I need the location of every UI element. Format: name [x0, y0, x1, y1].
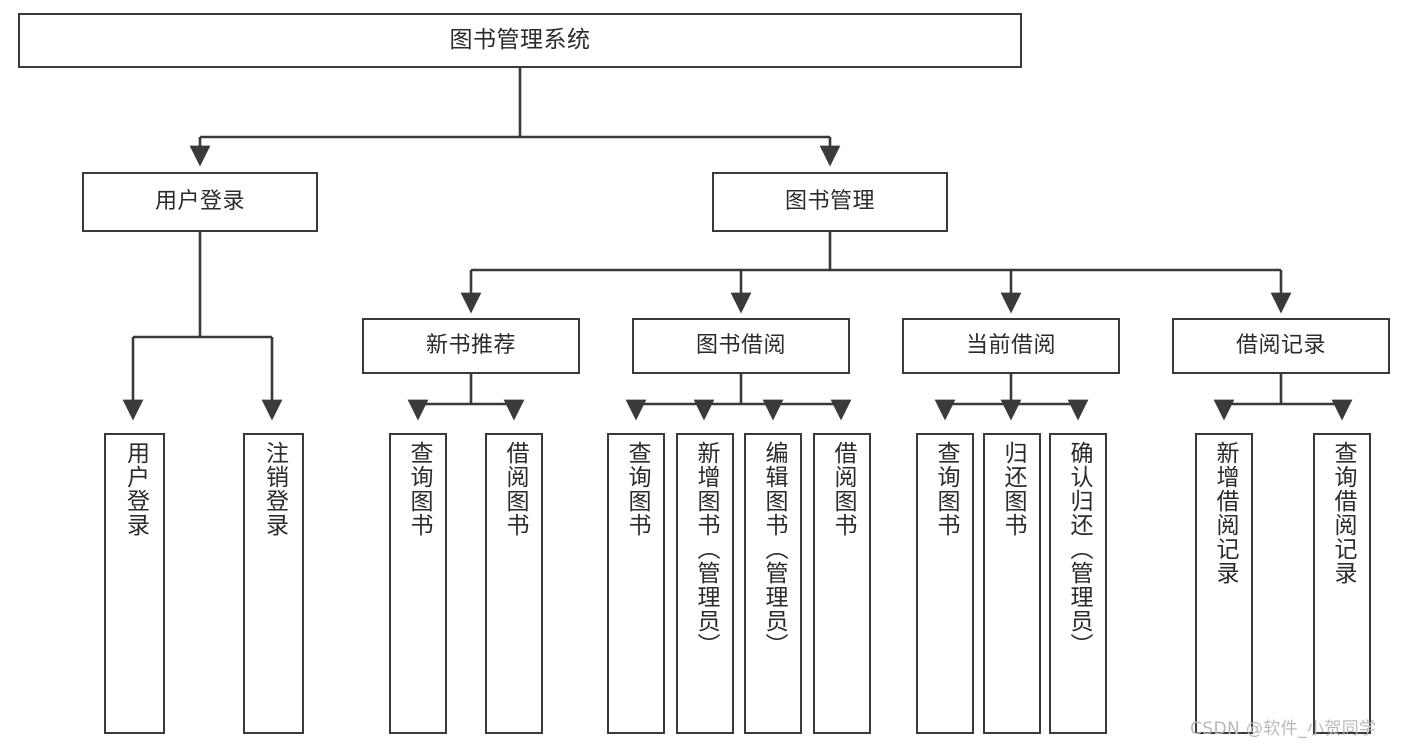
node-label: 用户登录	[154, 189, 245, 215]
node-label: 图书管理	[784, 189, 875, 215]
node-label: 查询图书	[932, 441, 959, 537]
node-borrow-record[interactable]: 借阅记录	[1172, 318, 1390, 374]
node-label: 归还图书	[999, 441, 1026, 537]
leaf-record-query-record[interactable]: 查询借阅记录	[1313, 433, 1371, 734]
node-label: 新增图书（管理员）	[692, 441, 719, 657]
leaf-borrow-add-book-admin[interactable]: 新增图书（管理员）	[676, 433, 734, 734]
leaf-record-add-record[interactable]: 新增借阅记录	[1195, 433, 1253, 734]
node-label: 新书推荐	[425, 333, 516, 359]
leaf-current-query-book[interactable]: 查询图书	[916, 433, 974, 734]
node-label: 用户登录	[122, 441, 149, 537]
leaf-borrow-query-book[interactable]: 查询图书	[607, 433, 665, 734]
leaf-current-return-book[interactable]: 归还图书	[983, 433, 1041, 734]
node-label: 图书管理系统	[449, 26, 591, 53]
node-label: 图书借阅	[695, 333, 786, 359]
leaf-recommend-borrow-book[interactable]: 借阅图书	[485, 433, 543, 734]
node-user-login[interactable]: 用户登录	[82, 172, 318, 232]
node-label: 查询图书	[623, 441, 650, 537]
leaf-borrow-edit-book-admin[interactable]: 编辑图书（管理员）	[744, 433, 802, 734]
node-root-system[interactable]: 图书管理系统	[18, 13, 1022, 68]
node-label: 新增借阅记录	[1211, 441, 1238, 585]
node-label: 借阅图书	[829, 441, 856, 537]
leaf-user-login-login[interactable]: 用户登录	[104, 433, 165, 734]
node-label: 借阅记录	[1235, 333, 1326, 359]
node-label: 编辑图书（管理员）	[760, 441, 787, 657]
node-label: 注销登录	[261, 441, 288, 537]
csdn-watermark: CSDN @软件_小贺同学	[1190, 719, 1377, 739]
node-new-book-recommend[interactable]: 新书推荐	[362, 318, 580, 374]
node-label: 查询图书	[405, 441, 432, 537]
leaf-user-login-logout[interactable]: 注销登录	[243, 433, 304, 734]
leaf-current-confirm-return-admin[interactable]: 确认归还（管理员）	[1049, 433, 1107, 734]
node-label: 借阅图书	[501, 441, 528, 537]
leaf-borrow-borrow-book[interactable]: 借阅图书	[813, 433, 871, 734]
node-label: 查询借阅记录	[1329, 441, 1356, 585]
node-label: 当前借阅	[965, 333, 1056, 359]
node-label: 确认归还（管理员）	[1065, 441, 1092, 657]
node-book-borrow[interactable]: 图书借阅	[632, 318, 850, 374]
node-book-management[interactable]: 图书管理	[712, 172, 948, 232]
leaf-recommend-query-book[interactable]: 查询图书	[389, 433, 447, 734]
node-current-borrow[interactable]: 当前借阅	[902, 318, 1120, 374]
